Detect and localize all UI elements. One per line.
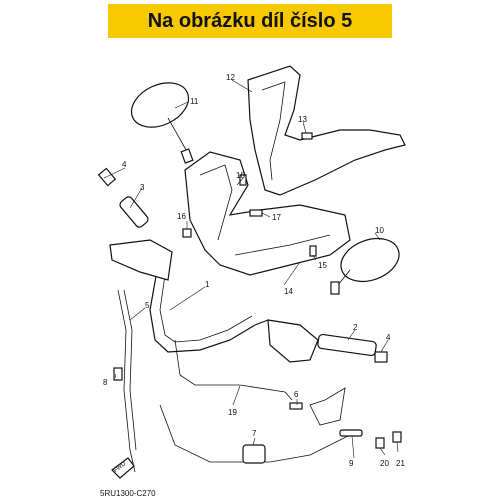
callout-12: 13: [298, 115, 307, 124]
screw-15: [182, 228, 192, 238]
spring-21: [339, 429, 363, 437]
callout-17: 18: [236, 171, 245, 180]
cable-clamp: [242, 444, 266, 464]
highlight-banner: Na obrázku díl číslo 5: [108, 4, 392, 38]
collar-20: [392, 431, 402, 443]
callout-10: 11: [190, 97, 199, 106]
callout-2: 2: [353, 323, 358, 332]
upper-cover: [247, 65, 406, 196]
grip-end-right: [374, 351, 388, 363]
callout-16: 17: [272, 213, 281, 222]
mirror-right: [330, 237, 400, 295]
callout-13: 14: [284, 287, 293, 296]
lever-bracket: [309, 387, 346, 426]
callout-4-right: 4: [386, 333, 391, 342]
callout-11: 12: [226, 73, 235, 82]
front-cover: [184, 151, 351, 276]
screw-14: [309, 245, 317, 257]
callout-18: 19: [228, 408, 237, 417]
callout-1: 1: [205, 280, 210, 289]
callout-4-left: 4: [122, 160, 127, 169]
callout-9: 10: [375, 226, 384, 235]
callout-8: 8: [103, 378, 108, 387]
bolt-8: [113, 367, 123, 381]
callout-21: 9: [349, 459, 354, 468]
callout-5: 5: [145, 301, 150, 310]
leader-lines: [103, 79, 399, 459]
banner-text: Na obrázku díl číslo 5: [147, 9, 353, 32]
brake-cable: [159, 339, 361, 463]
screw-6: [289, 402, 303, 410]
callout-7: 7: [252, 429, 257, 438]
callout-14: 15: [318, 261, 327, 270]
grip-left: [97, 167, 149, 228]
diagram-code: 5RU1300-C270: [100, 489, 156, 498]
throttle-cable: [117, 289, 137, 473]
callout-3: 3: [140, 183, 145, 192]
screw-12: [301, 132, 313, 140]
fwd-arrow-icon: FWD: [111, 457, 135, 479]
callout-19: 20: [380, 459, 389, 468]
callout-15: 16: [177, 212, 186, 221]
screw-16: [249, 209, 263, 217]
nut-17: [239, 174, 247, 186]
grip-right: [267, 319, 377, 363]
collar-19: [375, 437, 385, 449]
callout-20: 21: [396, 459, 405, 468]
mirror-left: [130, 82, 194, 164]
callout-6: 6: [294, 390, 299, 399]
